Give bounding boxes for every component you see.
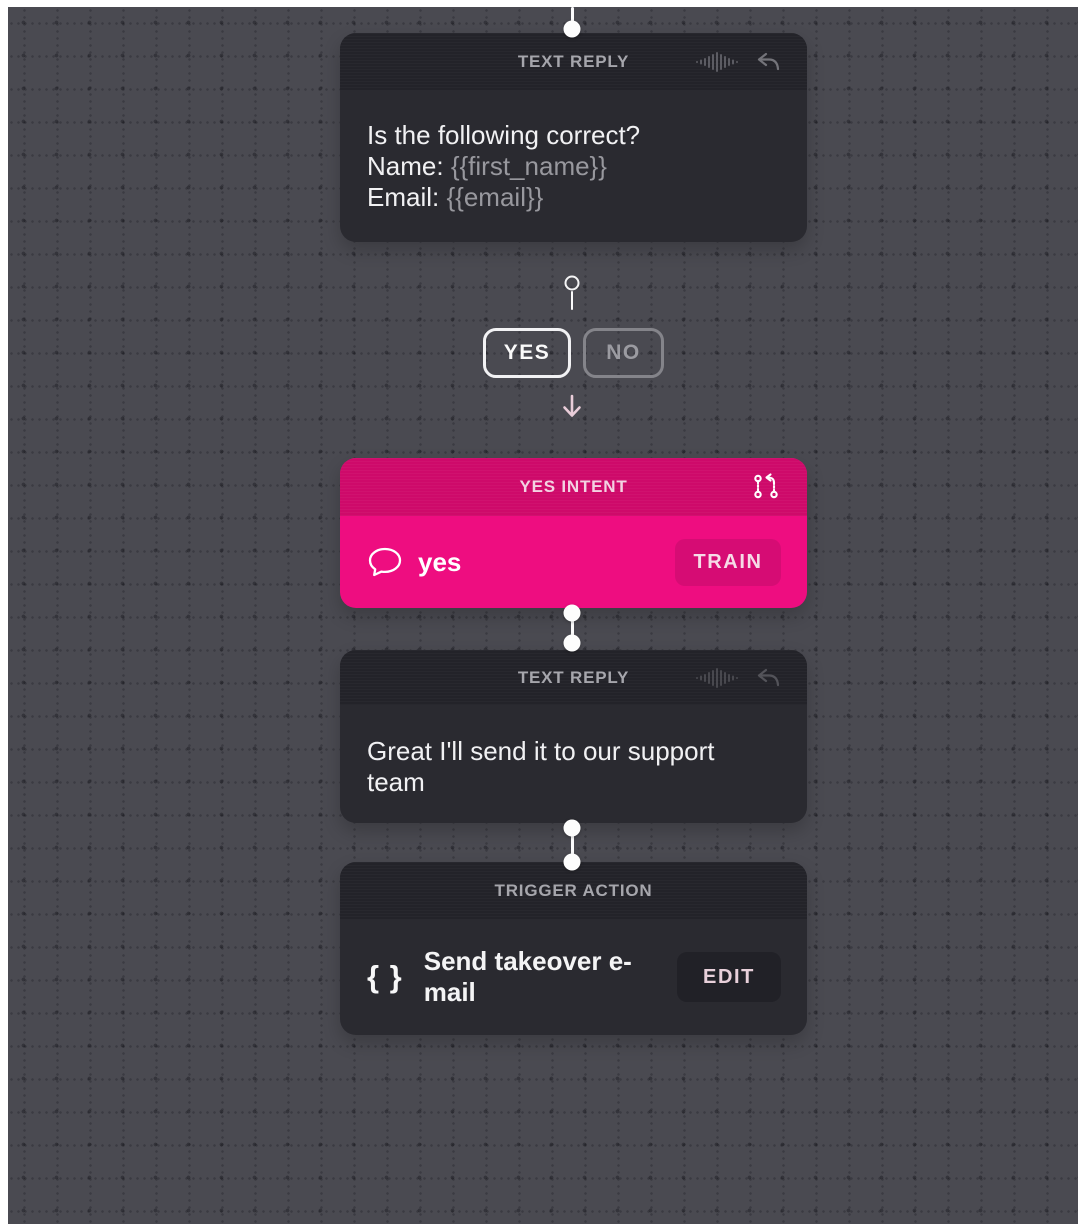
voice-waveform-icon[interactable] xyxy=(694,666,746,690)
node3-body[interactable]: Great I'll send it to our support team xyxy=(340,705,807,823)
template-variable-first-name: {{first_name}} xyxy=(450,151,607,181)
intent-header[interactable]: YES INTENT xyxy=(340,458,807,516)
flow-arrow-down-icon xyxy=(560,394,584,420)
connector-pin-stem xyxy=(570,291,574,310)
node1-message-text: Is the following correct? Name: {{first_… xyxy=(367,120,641,212)
branch-yes-label: YES xyxy=(503,341,551,364)
connector-dot-node4-top[interactable] xyxy=(563,853,581,871)
branch-yes-button[interactable]: YES xyxy=(483,328,571,378)
train-button[interactable]: TRAIN xyxy=(675,538,781,586)
intent-utterance: yes xyxy=(418,546,462,577)
connector-line-3-4 xyxy=(570,828,574,862)
node1-type-label: TEXT REPLY xyxy=(517,51,630,71)
edit-button[interactable]: EDIT xyxy=(677,952,781,1002)
node-text-reply-1[interactable]: TEXT REPLY xyxy=(340,33,807,242)
node4-type-label: TRIGGER ACTION xyxy=(494,880,653,900)
branch-no-label: NO xyxy=(606,341,641,364)
intent-body[interactable]: yes TRAIN xyxy=(340,516,807,608)
intent-type-label: YES INTENT xyxy=(519,477,628,496)
edit-button-label: EDIT xyxy=(703,965,755,988)
node-yes-intent[interactable]: YES INTENT xyxy=(340,458,807,608)
connector-dot-node2-bottom[interactable] xyxy=(563,604,581,622)
node4-header[interactable]: TRIGGER ACTION xyxy=(340,862,807,919)
voice-waveform-icon[interactable] xyxy=(694,50,746,74)
reply-arrow-icon[interactable] xyxy=(755,666,781,690)
template-variable-email: {{email}} xyxy=(446,182,544,212)
connector-line-2-3 xyxy=(570,613,574,643)
node3-type-label: TEXT REPLY xyxy=(517,667,630,687)
connector-dot-node1-top[interactable] xyxy=(563,20,581,38)
connector-dot-node3-bottom[interactable] xyxy=(563,819,581,837)
node1-header[interactable]: TEXT REPLY xyxy=(340,33,807,90)
action-name: Send takeover e-mail xyxy=(423,946,632,1007)
node-trigger-action[interactable]: TRIGGER ACTION { } Send takeover e-mail … xyxy=(340,862,807,1035)
braces-icon: { } xyxy=(367,959,403,994)
node1-body[interactable]: Is the following correct? Name: {{first_… xyxy=(340,90,807,242)
node4-body[interactable]: { } Send takeover e-mail EDIT xyxy=(340,919,807,1035)
train-button-label: TRAIN xyxy=(693,550,763,573)
node-text-reply-2[interactable]: TEXT REPLY xyxy=(340,650,807,823)
branch-no-button[interactable]: NO xyxy=(583,328,664,378)
flow-canvas[interactable]: TEXT REPLY xyxy=(8,7,1078,1224)
node3-header[interactable]: TEXT REPLY xyxy=(340,650,807,705)
connector-dot-node3-top[interactable] xyxy=(563,634,581,652)
connector-pin[interactable] xyxy=(564,275,580,291)
connector-line-incoming xyxy=(570,7,574,29)
speech-bubble-icon xyxy=(367,546,403,578)
node3-message-text: Great I'll send it to our support team xyxy=(367,736,715,797)
intent-route-icon[interactable] xyxy=(751,472,781,502)
reply-arrow-icon[interactable] xyxy=(755,50,781,74)
